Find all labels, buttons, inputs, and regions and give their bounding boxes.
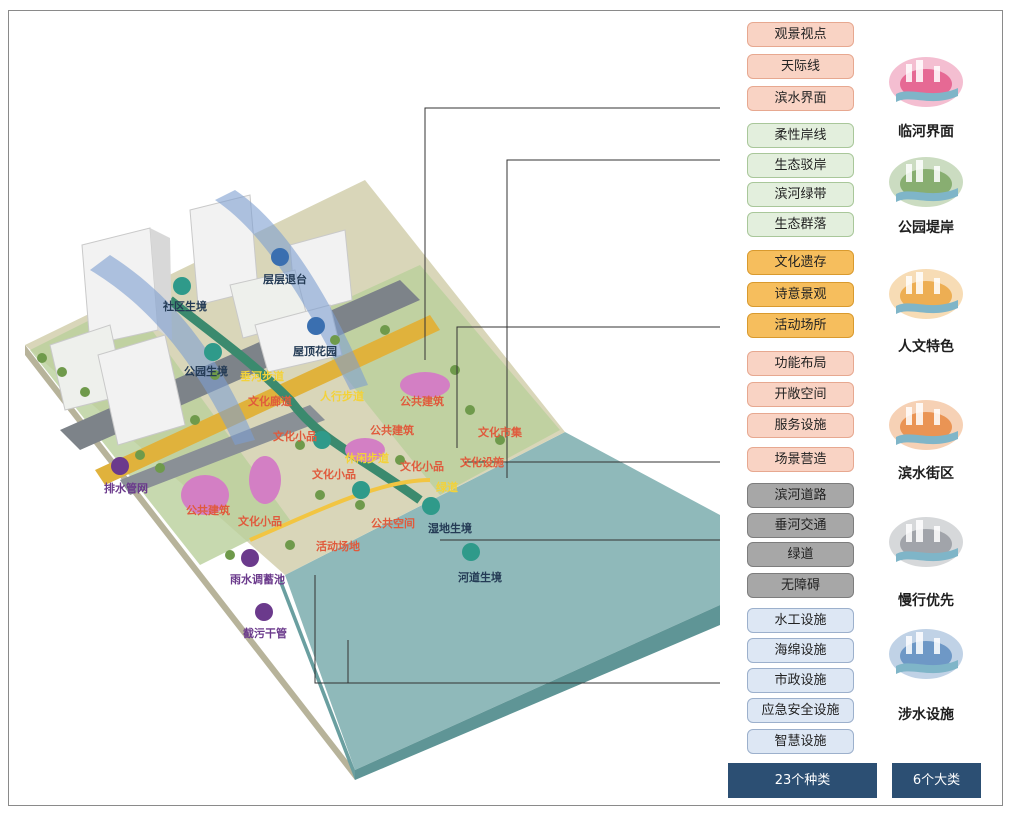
feature-tag: 服务设施 [747, 413, 854, 438]
culture-path-icon [313, 431, 331, 449]
wind-flow-right [215, 190, 368, 390]
label-culture-small-3: 文化小品 [400, 459, 444, 473]
feature-tag: 场景营造 [747, 447, 854, 472]
water-facility-icon [886, 622, 966, 686]
feature-tag: 活动场所 [747, 313, 854, 338]
label-rain-storage: 雨水调蓄池 [230, 572, 285, 586]
category-label: 涉水设施 [898, 707, 954, 723]
riverside-interface-icon [886, 50, 966, 114]
category-label: 临河界面 [898, 124, 954, 140]
label-community-habitat: 社区生境 [162, 299, 207, 313]
label-river-habitat: 河道生境 [458, 570, 502, 584]
river-surface [285, 432, 720, 770]
park-embankment-icon [886, 150, 966, 214]
category-label: 公园堤岸 [898, 220, 954, 236]
block-2 [97, 334, 186, 446]
feature-tag: 文化遗存 [747, 250, 854, 275]
label-public-building-3: 公共建筑 [186, 503, 230, 517]
label-culture-small-1: 文化小品 [273, 429, 317, 443]
feature-tag: 绿道 [747, 542, 854, 567]
classes-count-badge: 6个大类 [892, 763, 981, 798]
label-leisure-path: 休闲步道 [344, 451, 389, 465]
plaza-3 [400, 372, 450, 398]
plaza-2 [249, 456, 281, 504]
feature-tag: 市政设施 [747, 668, 854, 693]
label-sewage-main: 截污干管 [243, 626, 287, 640]
ground-left-side [25, 345, 355, 780]
label-wetland-habitat: 湿地生境 [428, 521, 472, 535]
label-vertical-steps: 垂河步道 [240, 369, 284, 383]
feature-tag: 滨水界面 [747, 86, 854, 111]
feature-tag: 功能布局 [747, 351, 854, 376]
feature-tag: 无障碍 [747, 573, 854, 598]
label-culture-market: 文化市集 [478, 425, 523, 439]
wetland-icon [422, 497, 440, 515]
feature-tag: 智慧设施 [747, 729, 854, 754]
river-left-face [280, 575, 355, 780]
drainage-icon [111, 457, 129, 475]
roof-garden-icon [307, 317, 325, 335]
greenway-path [249, 478, 431, 542]
label-pedestrian-path: 人行步道 [320, 389, 364, 403]
category-label: 滨水街区 [898, 466, 954, 482]
label-culture-small-2: 文化小品 [312, 467, 356, 481]
category-label: 人文特色 [898, 339, 954, 355]
feature-tag: 观景视点 [747, 22, 854, 47]
feature-tag: 滨河道路 [747, 483, 854, 508]
feature-tag: 生态群落 [747, 212, 854, 237]
label-culture-small-4: 文化小品 [238, 514, 282, 528]
feature-tag: 海绵设施 [747, 638, 854, 663]
feature-tag: 天际线 [747, 54, 854, 79]
label-public-building-2: 公共建筑 [370, 423, 414, 437]
feature-tag: 诗意景观 [747, 282, 854, 307]
label-park-habitat: 公园生境 [184, 364, 228, 378]
green-corridor [167, 296, 423, 504]
rain-storage-icon [241, 549, 259, 567]
slow-traffic-icon [886, 510, 966, 574]
feature-tag: 应急安全设施 [747, 698, 854, 723]
category-label: 慢行优先 [898, 593, 954, 609]
river-front-face [355, 605, 720, 780]
plaza-4 [345, 438, 385, 462]
park-habitat-icon [204, 343, 222, 361]
community-habitat-icon [173, 277, 191, 295]
types-count-badge: 23个种类 [728, 763, 877, 798]
label-culture-facility: 文化设施 [460, 455, 504, 469]
label-public-space: 公共空间 [371, 516, 415, 530]
callout-lines [314, 107, 720, 684]
label-culture-corridor: 文化廊道 [248, 394, 292, 408]
feature-tag: 生态驳岸 [747, 153, 854, 178]
terrace-icon [271, 248, 289, 266]
feature-tag: 水工设施 [747, 608, 854, 633]
label-public-building-1: 公共建筑 [400, 394, 444, 408]
label-terrace-setback: 层层退台 [262, 272, 307, 286]
feature-tag: 开敞空间 [747, 382, 854, 407]
feature-tag: 滨河绿带 [747, 182, 854, 207]
sewage-main-icon [255, 603, 273, 621]
label-greenway: 绿道 [436, 480, 458, 494]
feature-tag: 柔性岸线 [747, 123, 854, 148]
label-drainage-network: 排水管网 [104, 481, 148, 495]
river-habitat-icon [462, 543, 480, 561]
leisure-icon [352, 481, 370, 499]
label-roof-garden: 屋顶花园 [293, 344, 337, 358]
feature-tag: 垂河交通 [747, 513, 854, 538]
road-secondary [120, 405, 325, 495]
trees [37, 325, 505, 560]
label-activity-venue: 活动场地 [316, 539, 360, 553]
wind-flow-left [90, 255, 255, 445]
plaza-1 [181, 475, 229, 515]
cultural-feature-icon [886, 262, 966, 326]
waterfront-block-icon [886, 393, 966, 457]
